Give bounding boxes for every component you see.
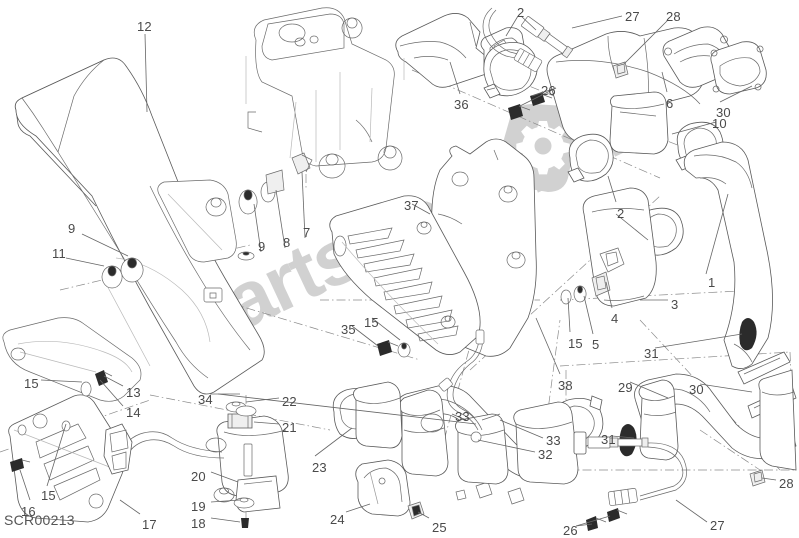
- callout-number: 15: [41, 489, 56, 502]
- callout-number: 22: [282, 395, 297, 408]
- part-2-clamp-b: [484, 42, 537, 98]
- callout-number: 2: [617, 207, 624, 220]
- callout-number: 6: [666, 97, 673, 110]
- callout-number: 38: [558, 379, 573, 392]
- callout-number: 23: [312, 461, 327, 474]
- callout-number: 12: [137, 20, 152, 33]
- part-30-gasket: [711, 42, 766, 94]
- callout-number: 9: [68, 222, 75, 235]
- callout-number: 27: [710, 519, 725, 532]
- callout-number: 15: [24, 377, 39, 390]
- callout-number: 24: [330, 513, 345, 526]
- callout-number: 28: [666, 10, 681, 23]
- callout-number: 2: [517, 6, 524, 19]
- callout-number: 29: [618, 381, 633, 394]
- callout-number: 19: [191, 500, 206, 513]
- callout-number: 35: [341, 323, 356, 336]
- plate-code: SCR00213: [4, 512, 75, 528]
- callout-number: 4: [611, 312, 618, 325]
- part-24-guard: [356, 460, 410, 516]
- callout-number: 8: [283, 236, 290, 249]
- callout-number: 15: [568, 337, 583, 350]
- callout-number: 36: [454, 98, 469, 111]
- callout-number: 27: [625, 10, 640, 23]
- callout-number: 26: [563, 524, 578, 537]
- callout-number: 26: [541, 84, 556, 97]
- callout-number: 20: [191, 470, 206, 483]
- callout-number: 31: [644, 347, 659, 360]
- callout-number: 33: [455, 410, 470, 423]
- callout-number: 11: [52, 247, 66, 260]
- callout-number: 34: [198, 393, 213, 406]
- callout-number: 32: [538, 448, 553, 461]
- part-29-header-pipe: [635, 352, 797, 470]
- callout-number: 7: [303, 226, 310, 239]
- fastener-cluster-centre: [239, 153, 312, 214]
- part-25-nut: [408, 502, 424, 519]
- callout-number: 18: [191, 517, 206, 530]
- callout-number: 13: [126, 386, 141, 399]
- callout-number: 10: [712, 117, 727, 130]
- callout-number: 17: [142, 518, 157, 531]
- callout-number: 9: [258, 240, 265, 253]
- callout-number: 37: [404, 199, 419, 212]
- callout-number: 21: [282, 421, 297, 434]
- subframe-ghost: [246, 8, 402, 178]
- callout-number: 28: [779, 477, 794, 490]
- callout-number: 1: [708, 276, 715, 289]
- callout-number: 5: [592, 338, 599, 351]
- part-36-heat-shield: [396, 13, 491, 87]
- fastener-cluster-shield: [377, 340, 410, 357]
- callout-number: 31: [601, 433, 616, 446]
- callout-number: 30: [689, 383, 704, 396]
- part-27-lambda-sensor-bottom: [588, 437, 687, 506]
- callout-number: 15: [364, 316, 379, 329]
- callout-number: 3: [671, 298, 678, 311]
- callout-number: 14: [126, 406, 141, 419]
- callout-number: 25: [432, 521, 447, 534]
- callout-number: 33: [546, 434, 561, 447]
